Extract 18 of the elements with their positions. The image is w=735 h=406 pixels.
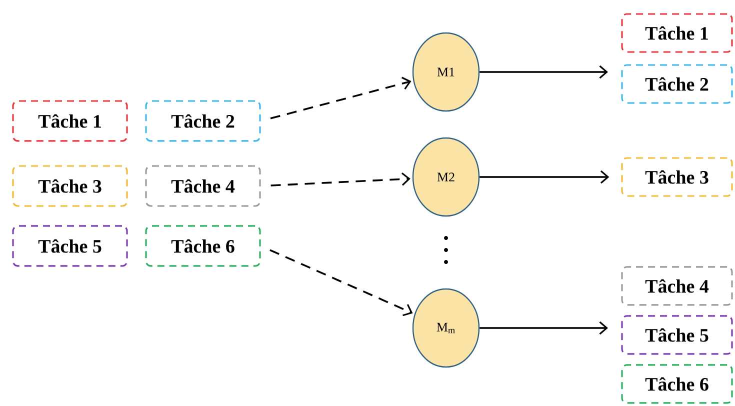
task-box: Tâche 5 [12,225,128,267]
arrow [480,170,610,184]
arrow [270,172,410,186]
arrow [270,76,412,120]
task-box: Tâche 3 [621,157,733,197]
task-box: Tâche 4 [145,165,261,207]
task-box: Tâche 4 [621,266,733,306]
task-box: Tâche 2 [145,100,261,142]
task-box: Tâche 2 [621,64,733,104]
task-box: Tâche 6 [621,364,733,404]
task-box: Tâche 5 [621,315,733,355]
task-box: Tâche 1 [12,100,128,142]
arrow [270,249,413,316]
task-box: Tâche 1 [621,13,733,53]
task-box: Tâche 6 [145,225,261,267]
arrow [480,321,608,335]
arrow [480,65,608,79]
task-box: Tâche 3 [12,165,128,207]
